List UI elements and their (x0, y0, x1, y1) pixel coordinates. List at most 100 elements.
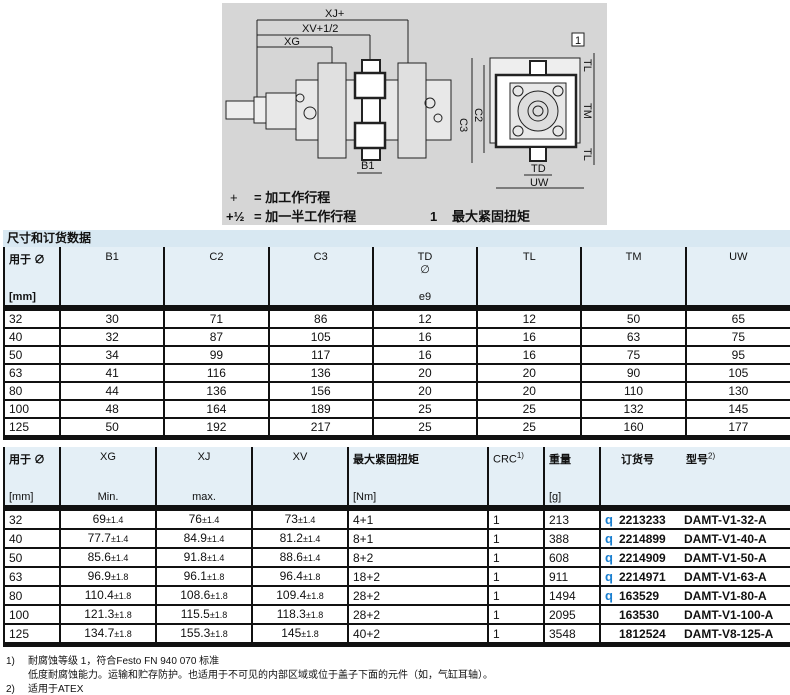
column-header: CRC1) (487, 447, 544, 508)
order-number-link[interactable]: 2214899 (619, 531, 666, 546)
table-cell: 32 (4, 305, 60, 328)
order-number-link[interactable]: 1812524 (619, 626, 666, 641)
crc-cell: 1 (487, 623, 544, 645)
xj-cell: 84.9±1.4 (155, 528, 252, 548)
order-number-cell: 163530 (599, 604, 682, 624)
table-cell: 65 (684, 305, 790, 328)
xv-cell: 81.2±1.4 (251, 528, 348, 548)
xv-cell: 145±1.8 (251, 623, 348, 645)
xj-cell: 108.6±1.8 (155, 585, 252, 605)
table-cell: 164 (163, 399, 269, 418)
table-cell: 86 (267, 305, 373, 328)
table-cell: 50 (580, 305, 686, 328)
dim-xv: XV+1/2 (302, 23, 338, 35)
quick-delivery-icon: q (605, 511, 613, 527)
order-number-cell: q 163529 (599, 585, 682, 605)
table-cell: 63 (4, 363, 60, 382)
table-cell: 145 (684, 399, 790, 418)
legend-half-symbol: +½ (226, 209, 245, 224)
quick-delivery-icon: q (605, 568, 613, 584)
diameter-cell: 32 (4, 505, 60, 529)
table-cell: 34 (58, 345, 165, 364)
type-cell: DAMT-V8-125-A (682, 623, 790, 645)
footnote-1-detail: 低度耐腐蚀能力。运输和贮存防护。也适用于不可见的内部区域或位于盖子下面的元件（如… (28, 670, 493, 681)
table-cell: 156 (267, 381, 373, 400)
torque-cell: 4+1 (347, 505, 488, 529)
order-number-link[interactable]: 2213233 (619, 512, 666, 527)
order-number-link[interactable]: 2214909 (619, 550, 666, 565)
torque-cell: 18+2 (347, 566, 488, 586)
type-cell: DAMT-V1-80-A (682, 585, 790, 605)
quick-delivery-icon: q (605, 587, 613, 603)
table-cell: 117 (267, 345, 373, 364)
xv-cell: 109.4±1.8 (251, 585, 348, 605)
table-cell: 20 (476, 381, 582, 400)
table-cell: 116 (163, 363, 269, 382)
type-cell: DAMT-V1-50-A (682, 547, 790, 567)
legend-plus-text: = 加工作行程 (254, 190, 331, 205)
table-cell: 192 (163, 417, 269, 438)
table-cell: 95 (684, 345, 790, 364)
order-number-link[interactable]: 163530 (619, 607, 660, 622)
xj-cell: 91.8±1.4 (155, 547, 252, 567)
order-number-link[interactable]: 163529 (619, 588, 660, 603)
table-cell: 100 (4, 399, 60, 418)
order-number-link[interactable]: 2214971 (619, 569, 666, 584)
column-header: XV (251, 447, 348, 508)
column-header: UW (684, 247, 790, 308)
column-header: TL (476, 247, 582, 308)
weight-cell: 1494 (543, 585, 600, 605)
crc-cell: 1 (487, 604, 544, 624)
table-cell: 99 (163, 345, 269, 364)
table-cell: 75 (684, 327, 790, 346)
xj-cell: 96.1±1.8 (155, 566, 252, 586)
column-header: TM (580, 247, 686, 308)
table-cell: 50 (4, 345, 60, 364)
diameter-cell: 40 (4, 528, 60, 548)
xv-cell: 73±1.4 (251, 505, 348, 529)
table-cell: 25 (476, 399, 582, 418)
table-cell: 25 (476, 417, 582, 438)
table-cell: 40 (4, 327, 60, 346)
weight-cell: 608 (543, 547, 600, 567)
order-number-cell: q 2214971 (599, 566, 682, 586)
column-header: 型号2) (682, 447, 790, 508)
torque-cell: 28+2 (347, 585, 488, 605)
dim-xg: XG (284, 36, 300, 48)
dim-tm: TM (581, 103, 593, 119)
column-header: 最大紧固扭矩[Nm] (347, 447, 488, 508)
column-header: B1 (58, 247, 165, 308)
xj-cell: 76±1.4 (155, 505, 252, 529)
torque-cell: 28+2 (347, 604, 488, 624)
dim-tl-top: TL (581, 59, 593, 72)
xg-cell: 77.7±1.4 (59, 528, 156, 548)
table-cell: 90 (580, 363, 686, 382)
legend-1-symbol: 1 (430, 209, 438, 224)
table-cell: 130 (684, 381, 790, 400)
table-cell: 132 (580, 399, 686, 418)
footnote-2: 2)适用于ATEX (6, 684, 84, 695)
diameter-cell: 100 (4, 604, 60, 624)
crc-cell: 1 (487, 585, 544, 605)
dim-uw: UW (530, 177, 549, 189)
column-header: C3 (267, 247, 373, 308)
table-cell: 75 (580, 345, 686, 364)
dim-b1: B1 (361, 160, 374, 172)
table-cell: 30 (58, 305, 165, 328)
crc-cell: 1 (487, 566, 544, 586)
table-cell: 50 (58, 417, 165, 438)
table-cell: 16 (371, 327, 478, 346)
diameter-cell: 50 (4, 547, 60, 567)
diameter-cell: 125 (4, 623, 60, 645)
xg-cell: 96.9±1.8 (59, 566, 156, 586)
table-cell: 41 (58, 363, 165, 382)
table-cell: 25 (371, 417, 478, 438)
